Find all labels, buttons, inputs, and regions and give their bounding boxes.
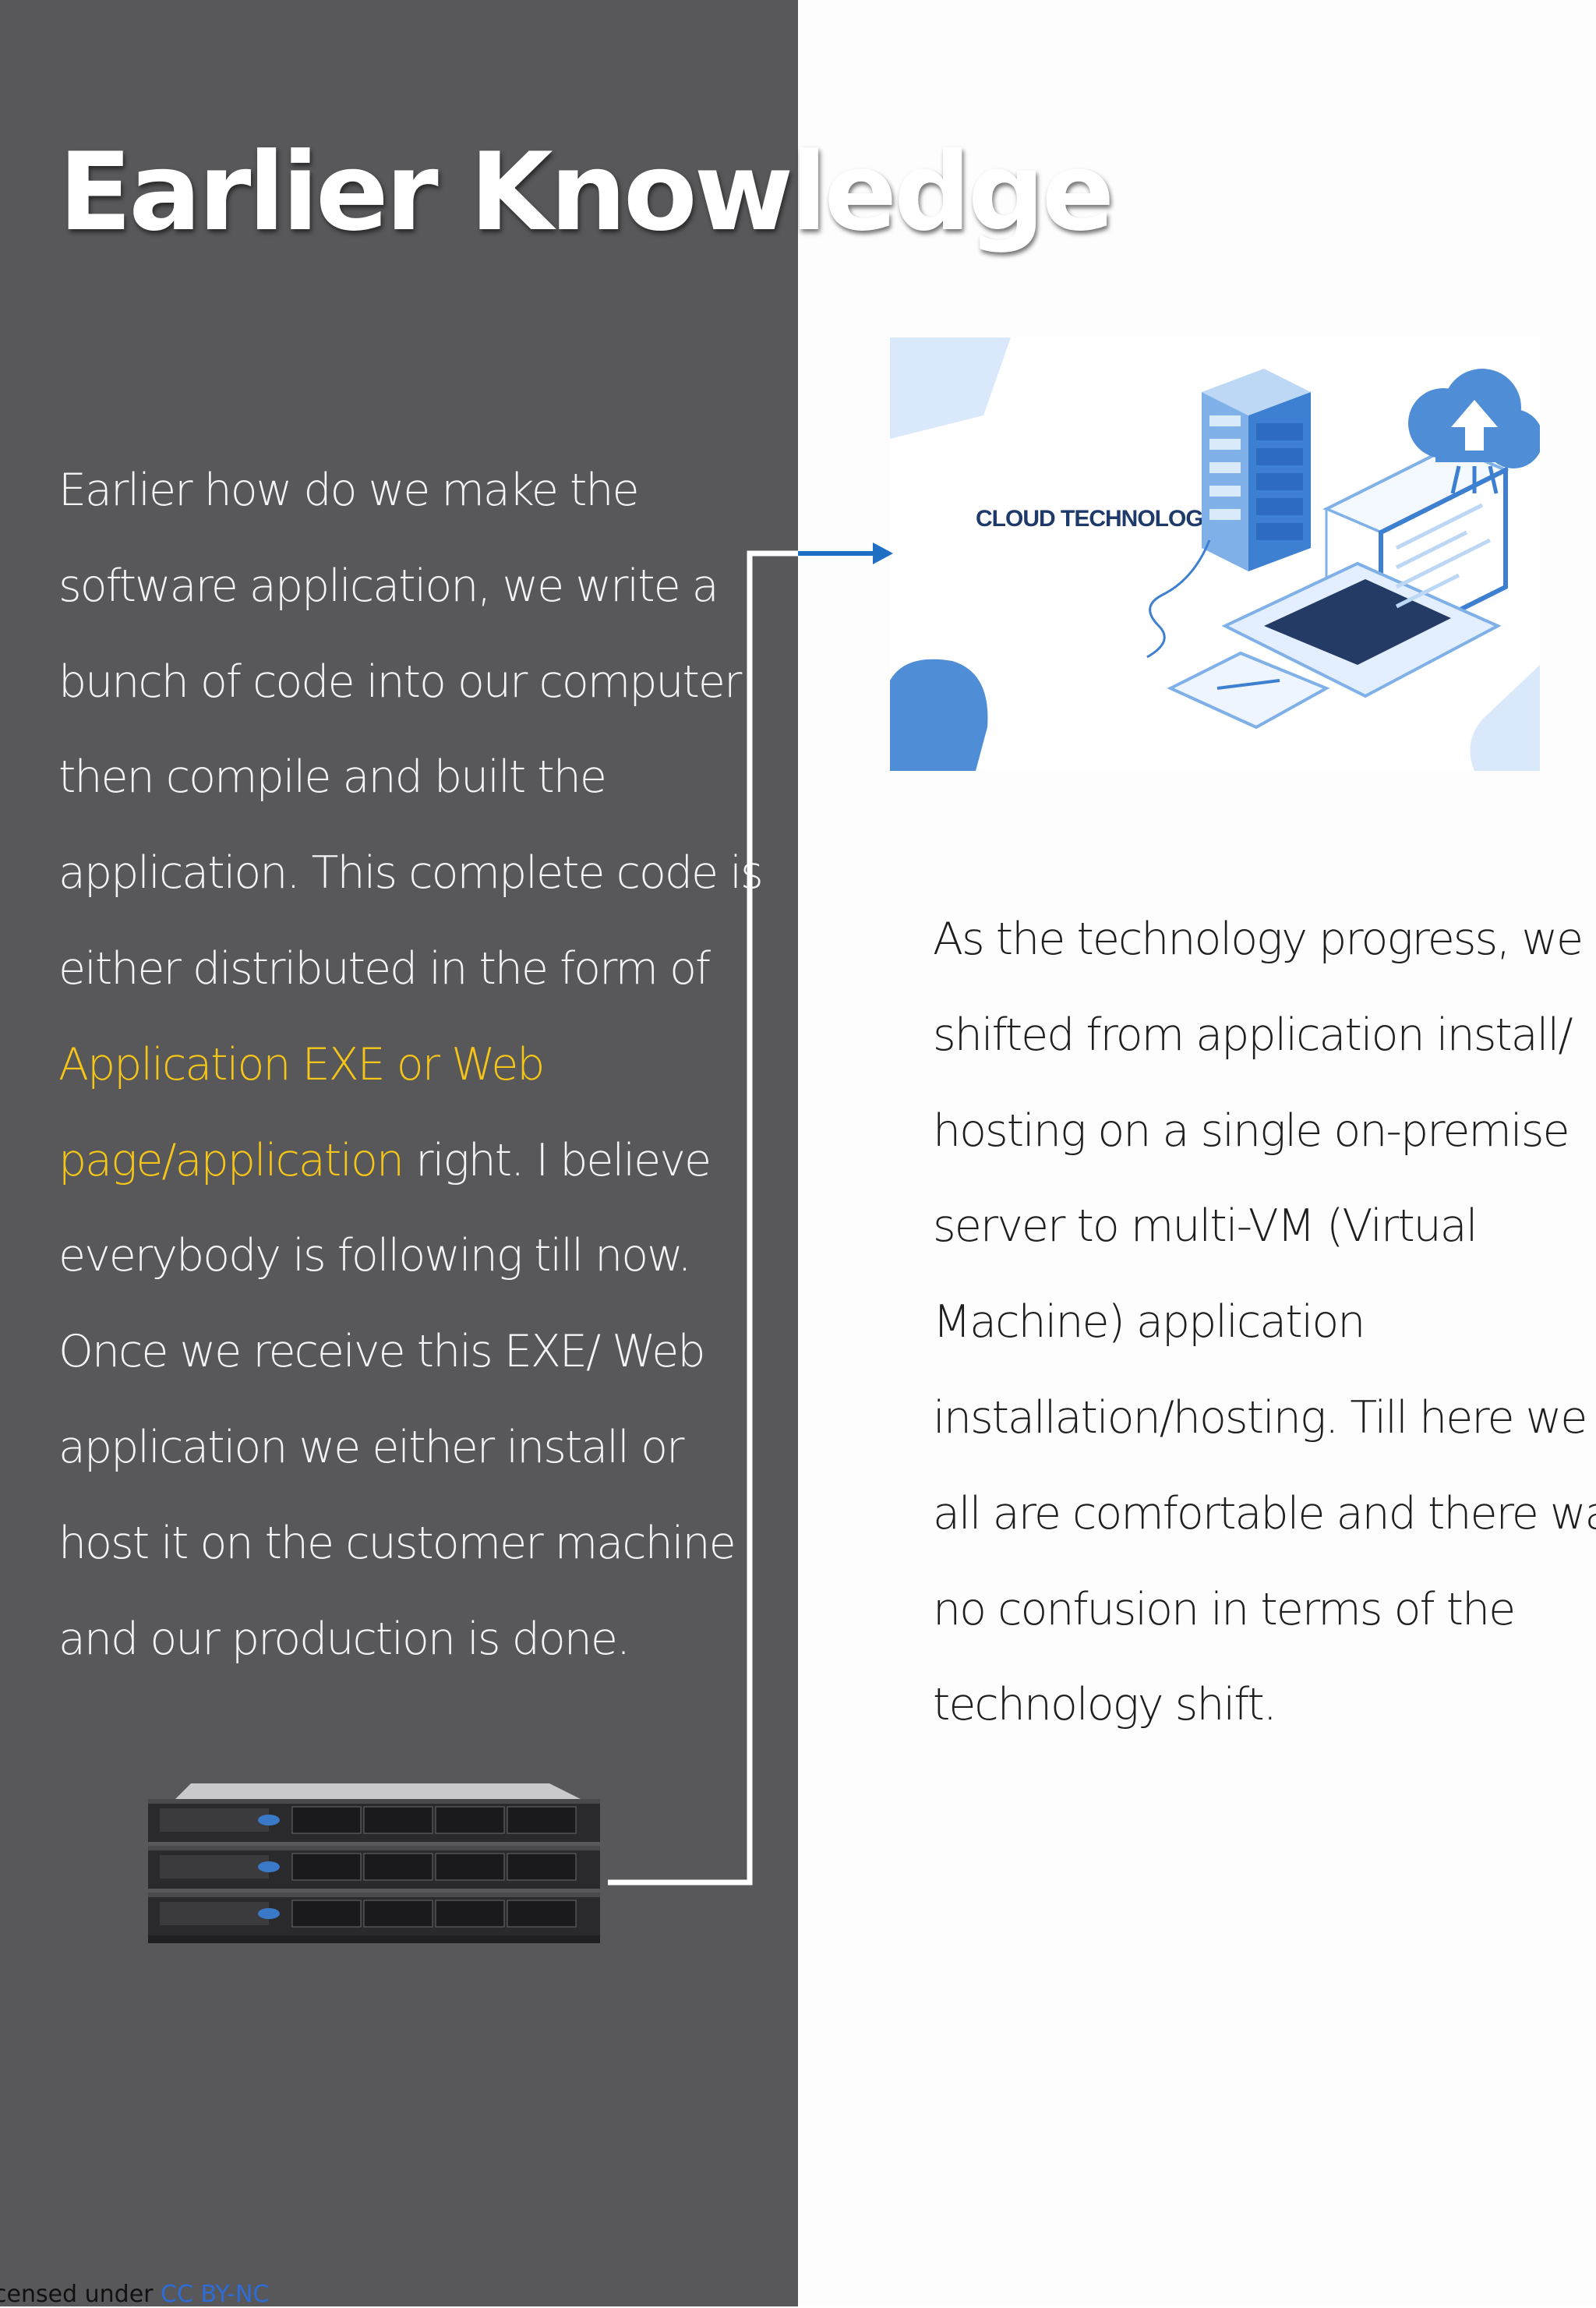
left-paragraph-line: then compile and built the: [58, 751, 607, 804]
license-note: censed under CC BY-NC: [0, 2281, 269, 2308]
rack-server-image: [148, 1783, 600, 1943]
decorative-shape: [890, 659, 988, 771]
page-title: Earlier Knowledge: [58, 129, 1114, 255]
right-paragraph: As the technology progress, we shifted f…: [933, 892, 1596, 1753]
decorative-shape: [1470, 665, 1540, 771]
right-paragraph-line: technology shift.: [933, 1679, 1277, 1731]
left-paragraph-line: Once we receive this EXE/ Web: [58, 1326, 706, 1378]
right-paragraph-line: no confusion in terms of the: [933, 1583, 1516, 1635]
server-unit: [148, 1893, 600, 1935]
left-paragraph-text: right. I believe: [403, 1134, 711, 1186]
left-paragraph-line: bunch of code into our computer: [58, 656, 742, 708]
left-paragraph-line: application we either install or: [58, 1421, 684, 1473]
right-paragraph-line: shifted from application install/: [933, 1009, 1573, 1061]
right-paragraph-line: hosting on a single on-premise: [933, 1105, 1570, 1157]
device-icon: [1167, 651, 1330, 730]
decorative-shape: [890, 338, 1011, 439]
server-tower-icon: [1202, 369, 1311, 571]
left-paragraph: Earlier how do we make the software appl…: [58, 443, 764, 1687]
left-paragraph-line: host it on the customer machine: [58, 1517, 736, 1569]
cable-icon: [1146, 539, 1211, 659]
left-paragraph-line: application. This complete code is: [58, 847, 764, 900]
illustration-label: CLOUD TECHNOLOGY: [976, 506, 1219, 532]
license-link[interactable]: CC BY-NC: [161, 2281, 270, 2308]
left-paragraph-line: everybody is following till now.: [58, 1230, 692, 1282]
cloud-technology-illustration: CLOUD TECHNOLOGY: [890, 338, 1540, 771]
left-paragraph-line: Earlier how do we make the: [58, 465, 640, 516]
right-paragraph-line: all are comfortable and there was: [933, 1487, 1596, 1539]
right-paragraph-line: Machine) application: [933, 1296, 1365, 1348]
highlighted-text: Application EXE or Web: [58, 1038, 546, 1090]
right-paragraph-line: server to multi-VM (Virtual: [933, 1200, 1478, 1253]
left-paragraph-line: software application, we write a: [58, 560, 719, 612]
server-unit: [148, 1799, 600, 1842]
server-unit: [148, 1846, 600, 1889]
cloud-upload-icon: [1408, 369, 1540, 494]
laptop-icon: [1221, 444, 1509, 698]
right-paragraph-line: installation/hosting. Till here we: [933, 1391, 1587, 1444]
left-paragraph-line: either distributed in the form of: [58, 942, 711, 995]
highlighted-text: page/application: [58, 1134, 404, 1186]
left-paragraph-line: and our production is done.: [58, 1613, 630, 1665]
license-prefix: censed under: [0, 2281, 161, 2308]
right-paragraph-line: As the technology progress, we: [933, 914, 1584, 965]
left-paragraph-line: page/application right. I believe: [58, 1113, 760, 1209]
